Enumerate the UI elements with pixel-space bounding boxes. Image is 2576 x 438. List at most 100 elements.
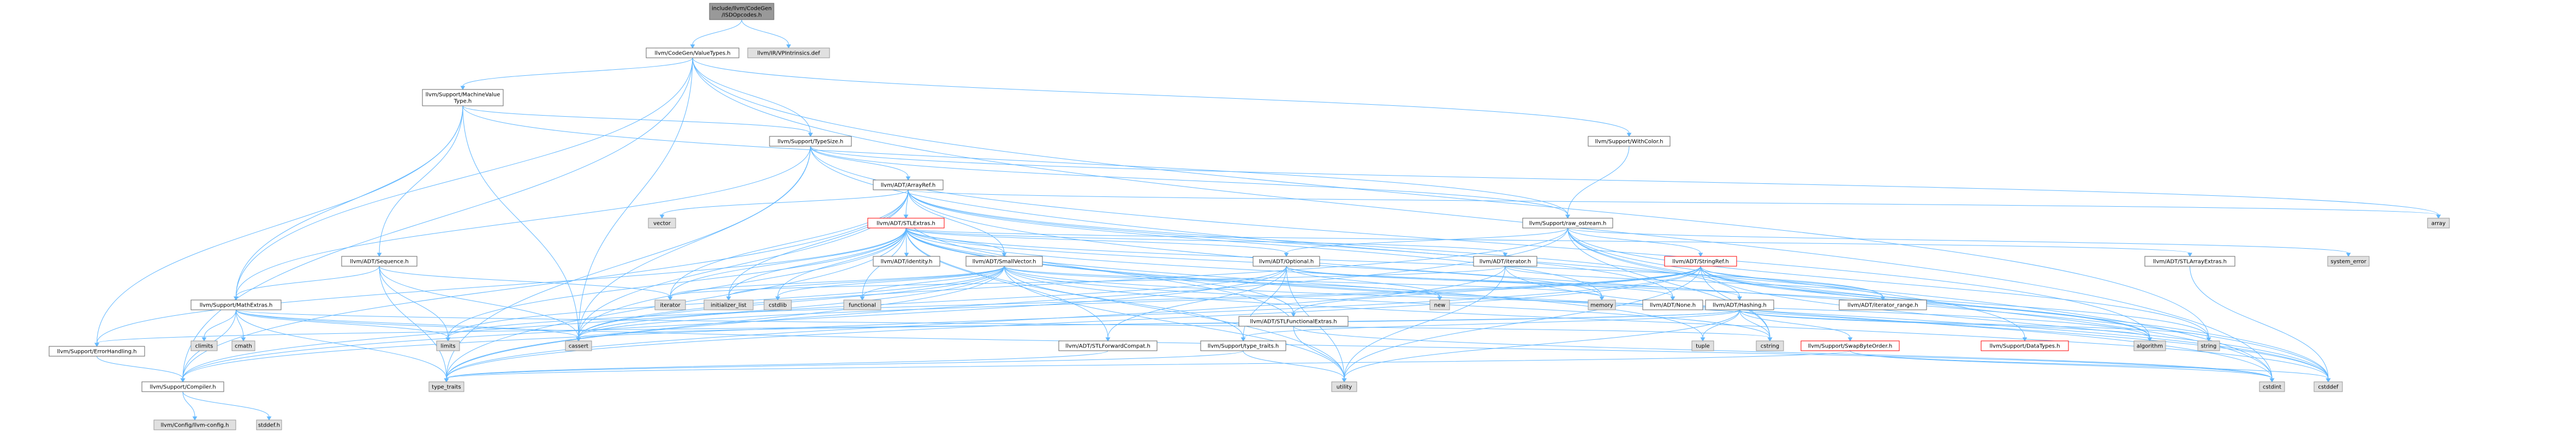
edge-adtiterator-to-iterator bbox=[667, 266, 1506, 301]
node-arrayref[interactable]: llvm/ADT/ArrayRef.h bbox=[873, 179, 944, 190]
node-adtiterator[interactable]: llvm/ADT/iterator.h bbox=[1473, 256, 1537, 267]
edge-arrowhead bbox=[2346, 253, 2351, 257]
edge-line bbox=[204, 309, 236, 338]
node-typesize[interactable]: llvm/Support/TypeSize.h bbox=[769, 136, 852, 147]
node-label: llvm/ADT/StringRef.h bbox=[1672, 259, 1728, 265]
edge-line bbox=[236, 309, 1770, 338]
edge-rawostream-to-string bbox=[1567, 227, 2211, 341]
edge-line bbox=[862, 266, 1005, 297]
node-label: include/llvm/CodeGen bbox=[712, 6, 772, 12]
edge-line bbox=[379, 266, 579, 338]
edge-line bbox=[182, 266, 1701, 379]
edge-line bbox=[446, 350, 1108, 379]
node-label: llvm/Config/llvm-config.h bbox=[161, 423, 229, 429]
edge-cgvt-to-mvt bbox=[460, 57, 693, 90]
node-stlfunctional[interactable]: llvm/ADT/STLFunctionalExtras.h bbox=[1238, 316, 1349, 327]
edge-mathextras-to-typetraits bbox=[236, 309, 449, 382]
edge-arrayref-to-array bbox=[908, 189, 2441, 219]
node-box bbox=[256, 419, 282, 430]
node-functional: functional bbox=[843, 299, 881, 310]
node-llvmconfig: llvm/Config/llvm-config.h bbox=[153, 419, 236, 430]
node-stringref[interactable]: llvm/ADT/StringRef.h bbox=[1664, 256, 1737, 267]
edge-hashing-to-string bbox=[1739, 309, 2211, 341]
edge-swapbyte-to-cstddef bbox=[1850, 350, 2331, 382]
edge-hashing-to-typetraits_h bbox=[1241, 309, 1740, 341]
edge-line bbox=[97, 356, 183, 379]
edge-line bbox=[777, 227, 907, 297]
edge-line bbox=[1567, 227, 2349, 254]
edge-line bbox=[2190, 266, 2329, 379]
node-vector: vector bbox=[648, 218, 676, 229]
edge-smallvector-to-typetraits_h bbox=[1004, 266, 1246, 341]
node-stlarrayextras[interactable]: llvm/ADT/STLArrayExtras.h bbox=[2144, 256, 2235, 267]
node-label: llvm/Support/DataTypes.h bbox=[1989, 344, 2060, 350]
node-array: array bbox=[2427, 218, 2450, 229]
edge-typesize-to-arrayref bbox=[810, 146, 911, 181]
edge-mathextras-to-cmath bbox=[236, 309, 246, 341]
node-box bbox=[769, 136, 852, 147]
edge-line bbox=[1567, 227, 1770, 338]
node-smallvector[interactable]: llvm/ADT/SmallVector.h bbox=[965, 256, 1043, 267]
edge-compiler-to-llvmconfig bbox=[182, 391, 198, 421]
edge-line bbox=[578, 57, 693, 338]
node-sequence[interactable]: llvm/ADT/Sequence.h bbox=[341, 256, 418, 267]
node-root: include/llvm/CodeGen/ISDOpcodes.h bbox=[709, 3, 774, 20]
node-swapbyte[interactable]: llvm/Support/SwapByteOrder.h bbox=[1800, 340, 1900, 351]
node-box bbox=[1691, 340, 1714, 351]
node-cstddef: cstddef bbox=[2313, 381, 2343, 392]
node-datatypes[interactable]: llvm/Support/DataTypes.h bbox=[1981, 340, 2069, 351]
node-box bbox=[153, 419, 236, 430]
edge-stlextras-to-smallvector bbox=[905, 227, 1007, 257]
node-label: llvm/CodeGen/ValueTypes.h bbox=[655, 51, 731, 57]
node-identity[interactable]: llvm/ADT/identity.h bbox=[873, 256, 940, 267]
edge-line bbox=[1739, 309, 2150, 338]
edge-line bbox=[661, 189, 909, 215]
node-cstdint: cstdint bbox=[2259, 381, 2285, 392]
node-label: llvm/ADT/Hashing.h bbox=[1713, 303, 1767, 309]
edge-line bbox=[236, 309, 449, 338]
edge-line bbox=[1293, 326, 1345, 379]
edge-arrowhead bbox=[1001, 253, 1007, 257]
edge-line bbox=[1004, 266, 2329, 379]
edge-line bbox=[1567, 227, 2329, 379]
edge-arrowhead bbox=[690, 44, 695, 49]
edge-line bbox=[1702, 309, 1740, 338]
node-rawostream[interactable]: llvm/Support/raw_ostream.h bbox=[1522, 218, 1613, 229]
node-withcolor[interactable]: llvm/Support/WithColor.h bbox=[1588, 136, 1671, 147]
edge-line bbox=[670, 227, 907, 297]
edge-adtiterator-to-cstddef bbox=[1505, 266, 2331, 382]
edge-line bbox=[777, 266, 1005, 297]
edge-line bbox=[182, 391, 195, 417]
edge-arrowhead bbox=[659, 214, 665, 219]
edge-optional-to-none bbox=[1286, 266, 1675, 301]
edge-arrowhead bbox=[1767, 337, 1773, 341]
edge-line bbox=[905, 227, 1287, 254]
node-hashing[interactable]: llvm/ADT/Hashing.h bbox=[1705, 299, 1774, 310]
edge-arrowhead bbox=[2147, 337, 2152, 341]
node-none[interactable]: llvm/ADT/None.h bbox=[1642, 299, 1703, 310]
edge-line bbox=[728, 266, 1005, 297]
node-cgvt[interactable]: llvm/CodeGen/ValueTypes.h bbox=[646, 47, 740, 58]
edge-line bbox=[1004, 266, 1770, 338]
node-mathextras[interactable]: llvm/Support/MathExtras.h bbox=[190, 299, 282, 310]
edge-line bbox=[462, 105, 811, 134]
node-label: system_error bbox=[2330, 259, 2366, 265]
node-box bbox=[1331, 381, 1357, 392]
node-label: cstddef bbox=[2318, 385, 2339, 391]
node-label: functional bbox=[849, 303, 876, 309]
edge-line bbox=[1286, 266, 1673, 297]
node-compiler[interactable]: llvm/Support/Compiler.h bbox=[141, 381, 224, 392]
node-typetraits_h[interactable]: llvm/Support/type_traits.h bbox=[1200, 340, 1286, 351]
node-stlextras[interactable]: llvm/ADT/STLExtras.h bbox=[867, 218, 945, 229]
node-optional[interactable]: llvm/ADT/Optional.h bbox=[1253, 256, 1320, 267]
node-box bbox=[764, 299, 792, 310]
edge-line bbox=[182, 189, 909, 379]
node-stlfwd[interactable]: llvm/ADT/STLForwardCompat.h bbox=[1058, 340, 1158, 351]
node-cstdlib: cstdlib bbox=[764, 299, 792, 310]
node-label: memory bbox=[1590, 303, 1613, 309]
edge-arrowhead bbox=[1341, 378, 1347, 382]
node-errhandling[interactable]: llvm/Support/ErrorHandling.h bbox=[49, 346, 145, 357]
node-iterrange[interactable]: llvm/ADT/iterator_range.h bbox=[1839, 299, 1927, 310]
edge-compiler-to-stddef bbox=[182, 391, 272, 421]
